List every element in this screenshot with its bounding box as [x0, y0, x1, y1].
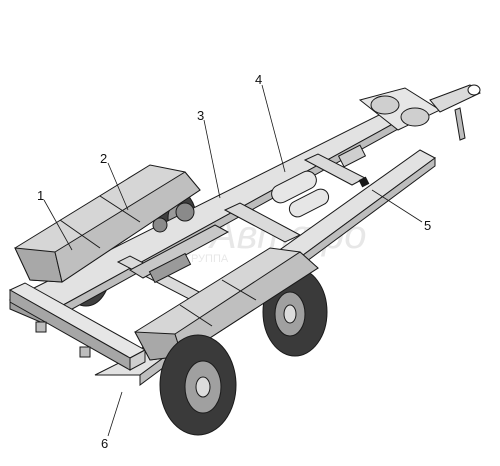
front-plate [358, 87, 442, 131]
front-wheel-front [159, 334, 237, 436]
air-tank-1 [271, 170, 317, 204]
air-tank-2 [288, 188, 330, 218]
leader-6 [107, 391, 123, 437]
callout-1: 1 [37, 188, 44, 203]
crossmember-2 [223, 202, 302, 243]
drawbar-coupling [429, 84, 481, 141]
leader-5 [371, 189, 423, 223]
callout-2: 2 [100, 151, 107, 166]
leader-lines [43, 84, 423, 437]
callout-3: 3 [197, 108, 204, 123]
leader-1 [43, 199, 73, 251]
rear-fender-left [14, 164, 201, 283]
watermark-sub: ГРУППА [185, 253, 229, 265]
valve-block [337, 144, 370, 188]
rear-crossbeam [8, 282, 147, 371]
callouts: 1 2 3 4 5 6 [37, 72, 431, 451]
leader-4 [261, 84, 286, 173]
callout-4: 4 [255, 72, 262, 87]
leader-2 [107, 162, 129, 211]
suspension-axle [128, 202, 230, 284]
callout-6: 6 [101, 436, 108, 451]
callout-5: 5 [424, 218, 431, 233]
leader-3 [203, 119, 221, 199]
